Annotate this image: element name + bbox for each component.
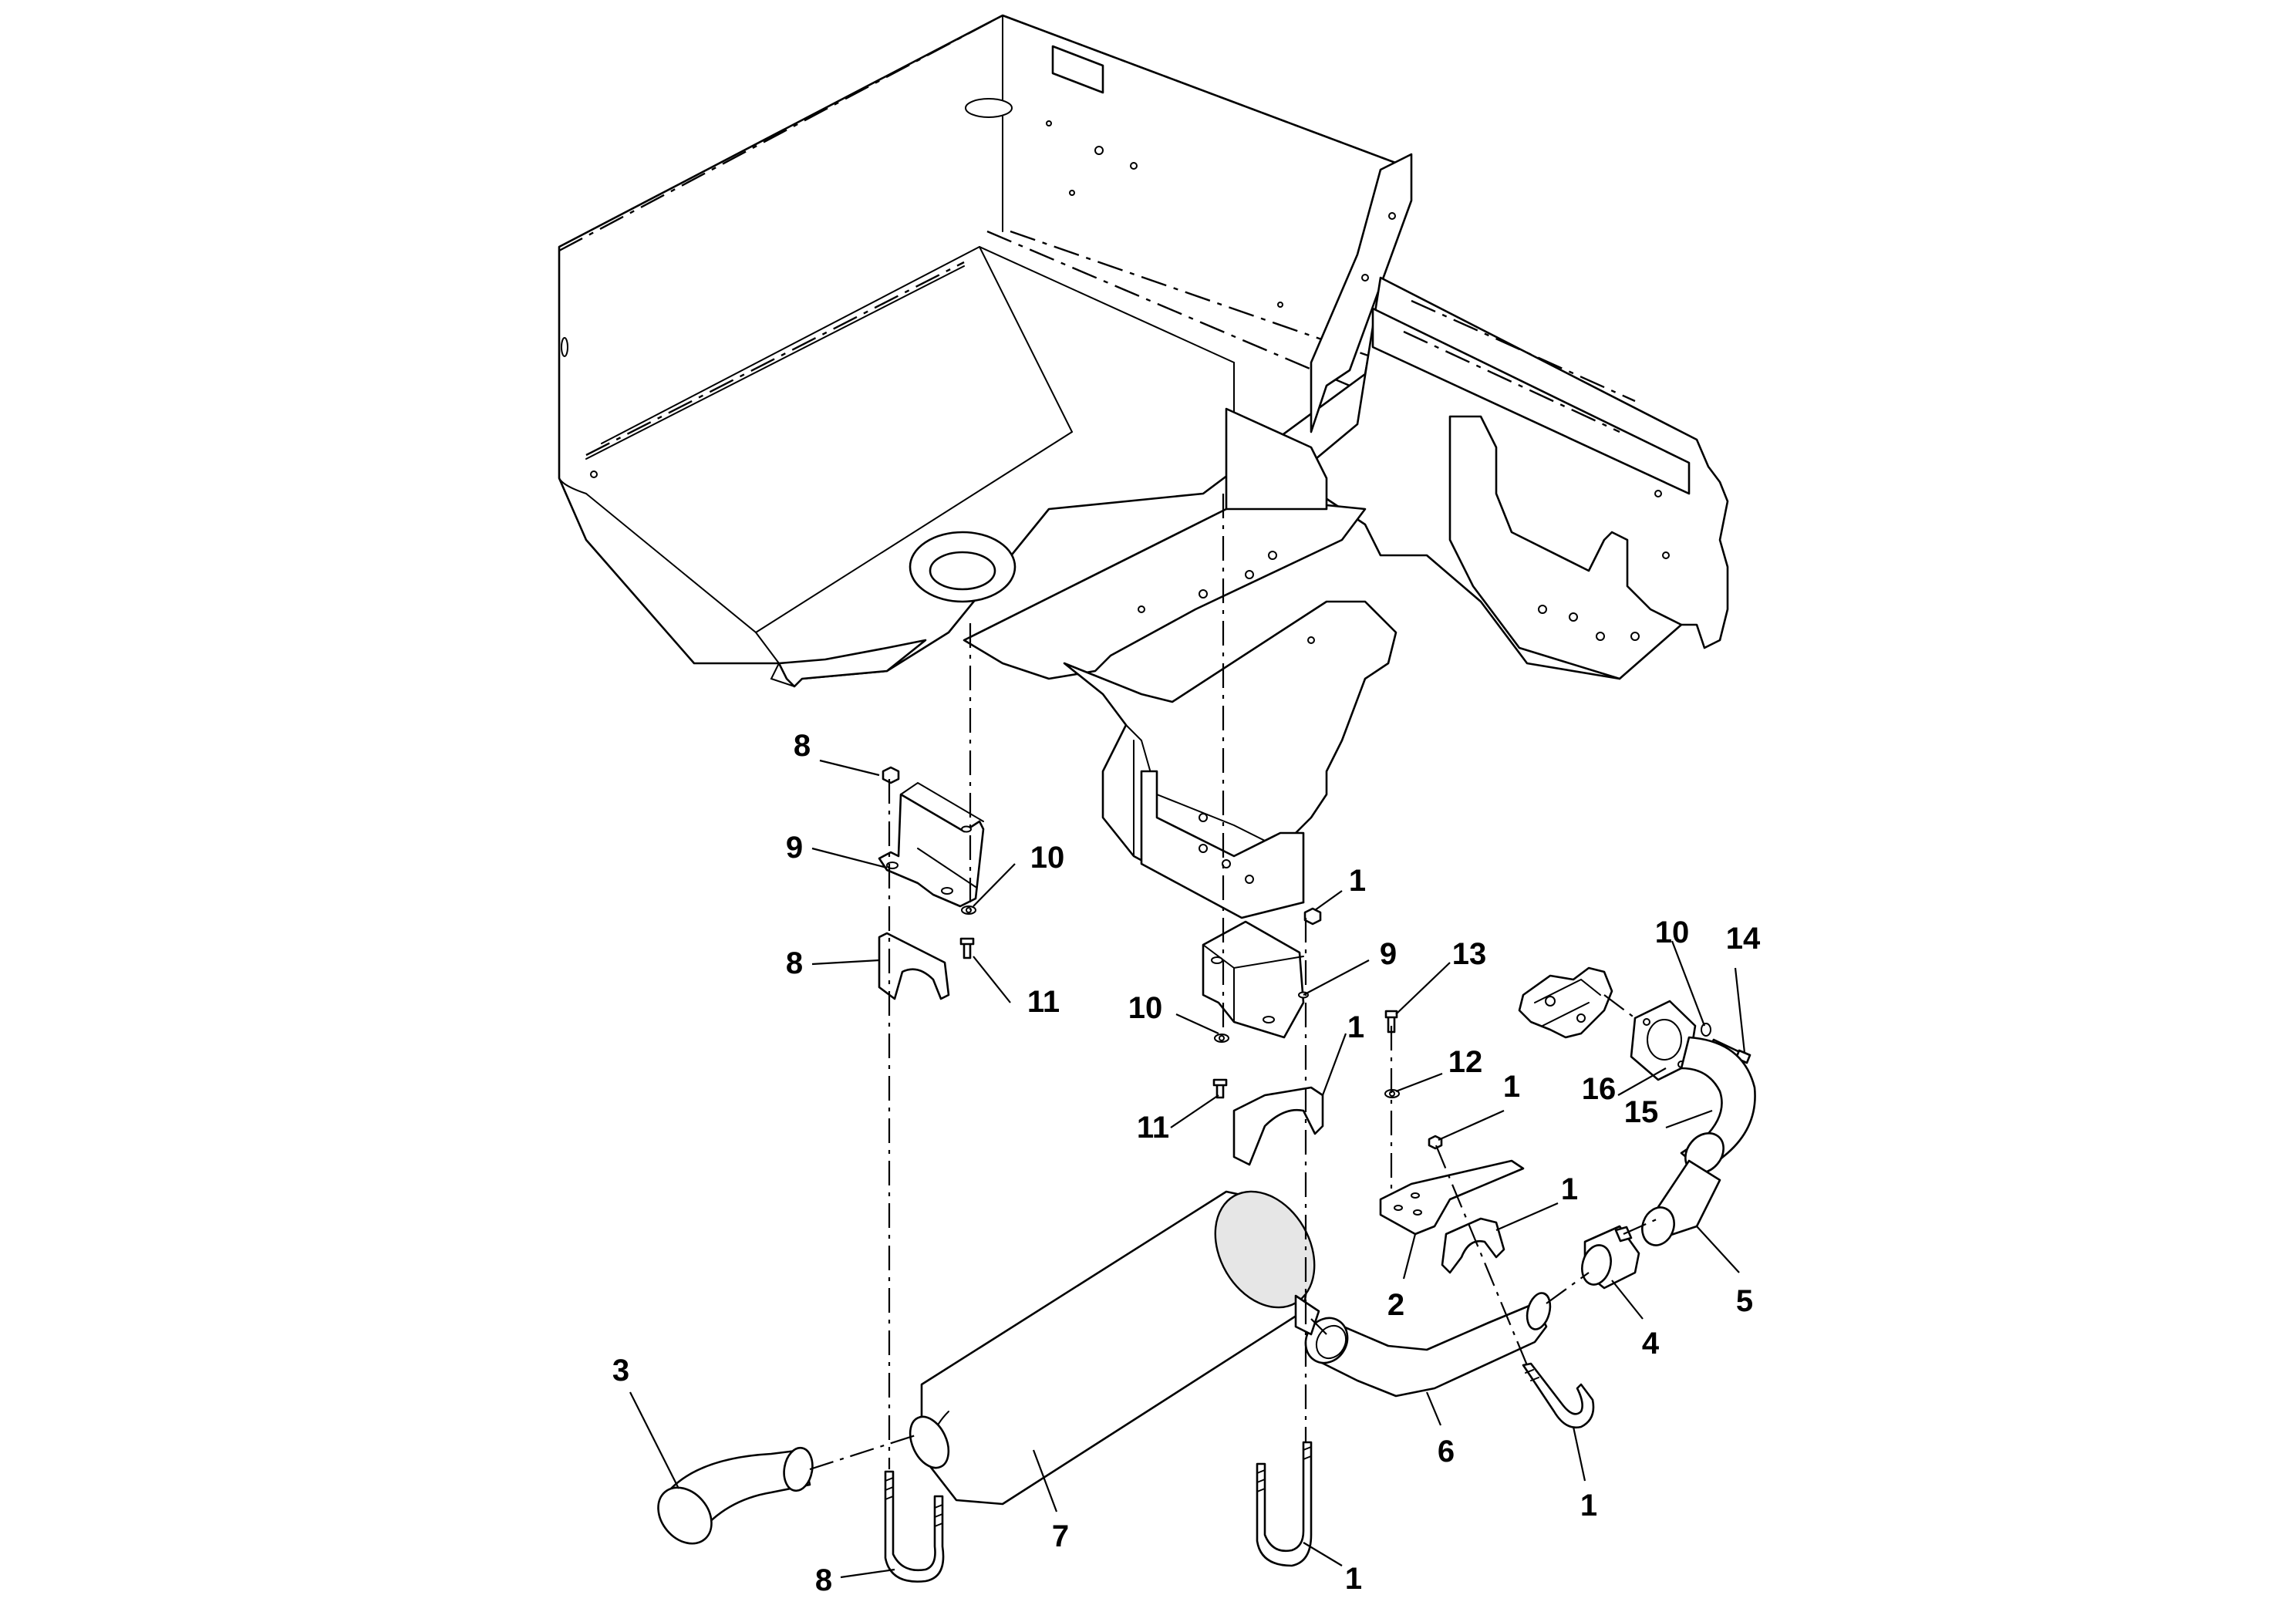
callout-label: 8 [794, 729, 811, 763]
callout-label: 10 [1030, 841, 1065, 875]
callout-label: 9 [1380, 937, 1397, 971]
callout-label: 5 [1736, 1284, 1753, 1318]
exhaust-pipe-short [1641, 1159, 1721, 1246]
muffler [909, 1190, 1320, 1506]
callout-label: 1 [1561, 1172, 1578, 1206]
callout-label: 14 [1726, 922, 1761, 956]
u-bolt-left [884, 1470, 945, 1583]
center-lines [809, 494, 1659, 1471]
callout-label: 13 [1452, 937, 1487, 971]
callout-label: 12 [1448, 1045, 1483, 1079]
muffler-bracket-right [1202, 920, 1309, 1039]
callout-label: 8 [786, 946, 803, 980]
callout-label: 6 [1438, 1435, 1455, 1469]
tailpipe-bracket [1379, 1159, 1525, 1236]
u-bolt-tailpipe [1522, 1362, 1595, 1429]
clamp-half-right [1232, 1086, 1324, 1166]
tailpipe [1304, 1292, 1552, 1398]
callout-label: 3 [612, 1354, 629, 1388]
callout-label: 1 [1345, 1562, 1362, 1596]
muffler-bracket-left [878, 781, 985, 908]
exhaust-elbow [657, 1446, 814, 1545]
hardware-left [882, 766, 976, 959]
exhaust-clamp [1581, 1225, 1640, 1290]
callout-label: 1 [1349, 864, 1366, 898]
engine-shroud [558, 14, 1405, 688]
callout-label: 11 [1137, 1111, 1169, 1145]
clamp-half-small [1441, 1217, 1505, 1274]
callout-label: 10 [1128, 991, 1163, 1025]
callout-label: 2 [1387, 1288, 1404, 1322]
callout-label: 1 [1580, 1489, 1597, 1523]
clamp-half-left [878, 932, 950, 1000]
callout-label: 15 [1624, 1095, 1659, 1129]
hardware-right [1212, 907, 1322, 1099]
callout-label: 11 [1027, 985, 1060, 1019]
frame-rail [1310, 276, 1729, 680]
callout-label: 8 [815, 1563, 832, 1597]
callout-label: 1 [1347, 1010, 1364, 1044]
callout-label: 1 [1503, 1070, 1520, 1104]
callout-label: 16 [1582, 1072, 1617, 1106]
callouts: 8 9 10 8 11 1 9 13 10 14 10 1 12 11 16 1… [612, 729, 1761, 1597]
side-plate [1310, 153, 1413, 433]
callout-label: 10 [1655, 916, 1690, 949]
callout-label: 7 [1052, 1519, 1069, 1553]
exhaust-manifold [1518, 966, 1613, 1039]
leader-lines [629, 759, 1746, 1579]
center-cross-member [963, 407, 1397, 919]
hardware-center [1384, 1010, 1443, 1150]
callout-label: 4 [1642, 1327, 1660, 1361]
callout-label: 9 [786, 831, 803, 865]
u-bolt-right [1256, 1441, 1313, 1567]
